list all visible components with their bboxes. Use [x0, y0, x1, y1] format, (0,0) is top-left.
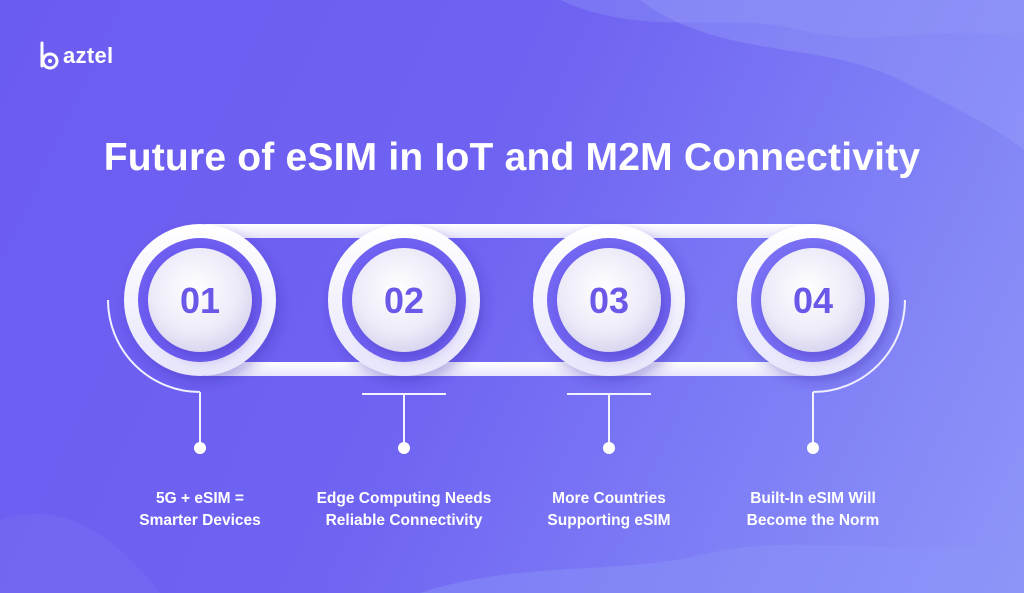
brand-logo: aztel [38, 40, 113, 72]
step-3-label: More Countries Supporting eSIM [494, 488, 724, 532]
step-1-number: 01 [180, 280, 220, 321]
step-4-label-line2: Become the Norm [746, 512, 880, 529]
step-2-label-line1: Edge Computing Needs [316, 490, 492, 507]
page-title: Future of eSIM in IoT and M2M Connectivi… [103, 136, 921, 179]
step-2-label: Edge Computing Needs Reliable Connectivi… [289, 488, 519, 532]
step-labels: 5G + eSIM = Smarter Devices Edge Computi… [0, 488, 1024, 548]
step-4-node: 04 [737, 224, 889, 376]
step-3-label-line2: Supporting eSIM [547, 512, 671, 529]
timeline-track [200, 224, 820, 376]
connector-3 [567, 393, 651, 454]
step-2-label-line2: Reliable Connectivity [325, 512, 483, 529]
left-arc [107, 299, 201, 393]
step-4-label: Built-In eSIM Will Become the Norm [698, 488, 928, 532]
step-1-label-line2: Smarter Devices [139, 512, 261, 529]
brand-name: aztel [63, 43, 114, 68]
step-3-label-line1: More Countries [552, 490, 666, 507]
connector-1 [194, 392, 206, 454]
step-4-label-line1: Built-In eSIM Will [750, 490, 876, 507]
right-arc [812, 299, 906, 393]
step-1-label-line1: 5G + eSIM = [156, 490, 244, 507]
step-1-node: 01 [124, 224, 276, 376]
step-3-node: 03 [533, 224, 685, 376]
logo-b-icon [40, 41, 59, 70]
step-2-number: 02 [384, 280, 424, 321]
step-2-node: 02 [328, 224, 480, 376]
step-3-number: 03 [589, 280, 629, 321]
connector-2 [362, 393, 446, 454]
connector-4 [807, 392, 819, 454]
step-4-number: 04 [793, 280, 833, 321]
step-1-label: 5G + eSIM = Smarter Devices [85, 488, 315, 532]
